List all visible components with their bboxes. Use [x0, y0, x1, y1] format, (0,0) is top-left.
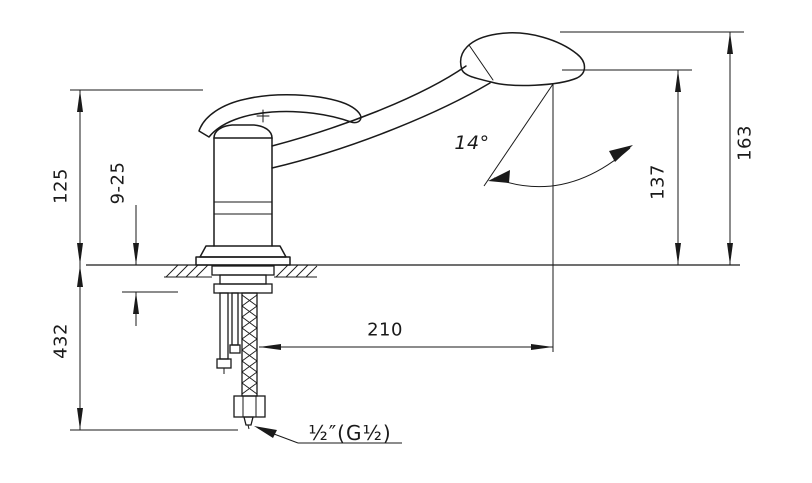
deck-hatch: [164, 264, 318, 278]
handle: [198, 93, 362, 138]
supply-tube-1-fitting: [216, 358, 232, 369]
dim-label-163: 163: [734, 125, 756, 161]
hose-tip: [243, 416, 254, 426]
dim-label-9-25: 9-25: [107, 161, 129, 205]
dim-label-432: 432: [50, 323, 72, 359]
dim-label-210: 210: [367, 319, 403, 341]
dim-label-125: 125: [50, 168, 72, 204]
spout-head-joint: [468, 44, 494, 81]
dim-label-137: 137: [647, 164, 669, 200]
locknut-2: [219, 274, 267, 285]
supply-tube-1: [219, 292, 229, 360]
spout-upper-edge: [271, 65, 467, 147]
escutcheon: [195, 256, 291, 266]
dimension-lines: [70, 31, 744, 444]
spray-angle-arc: [493, 147, 631, 188]
body-base: [199, 245, 287, 258]
spout-head: [459, 32, 586, 87]
locknut-1: [211, 265, 275, 276]
faucet-outline: [195, 32, 586, 266]
dimension-arrows: [77, 32, 733, 438]
spray-angle-line: [483, 83, 554, 187]
mounting-hardware: [211, 265, 275, 430]
dim-label-14deg: 14°: [454, 132, 490, 154]
spout-lower-edge: [271, 82, 491, 169]
dim-label-thread: ½″(G½): [308, 421, 392, 445]
horseshoe-washer: [213, 283, 273, 294]
supply-tube-2: [231, 292, 239, 346]
hose-crosshatch: [241, 294, 258, 395]
body-cap: [213, 124, 273, 139]
supply-tube-2-fitting: [229, 344, 241, 354]
hose-nut: [233, 395, 266, 418]
